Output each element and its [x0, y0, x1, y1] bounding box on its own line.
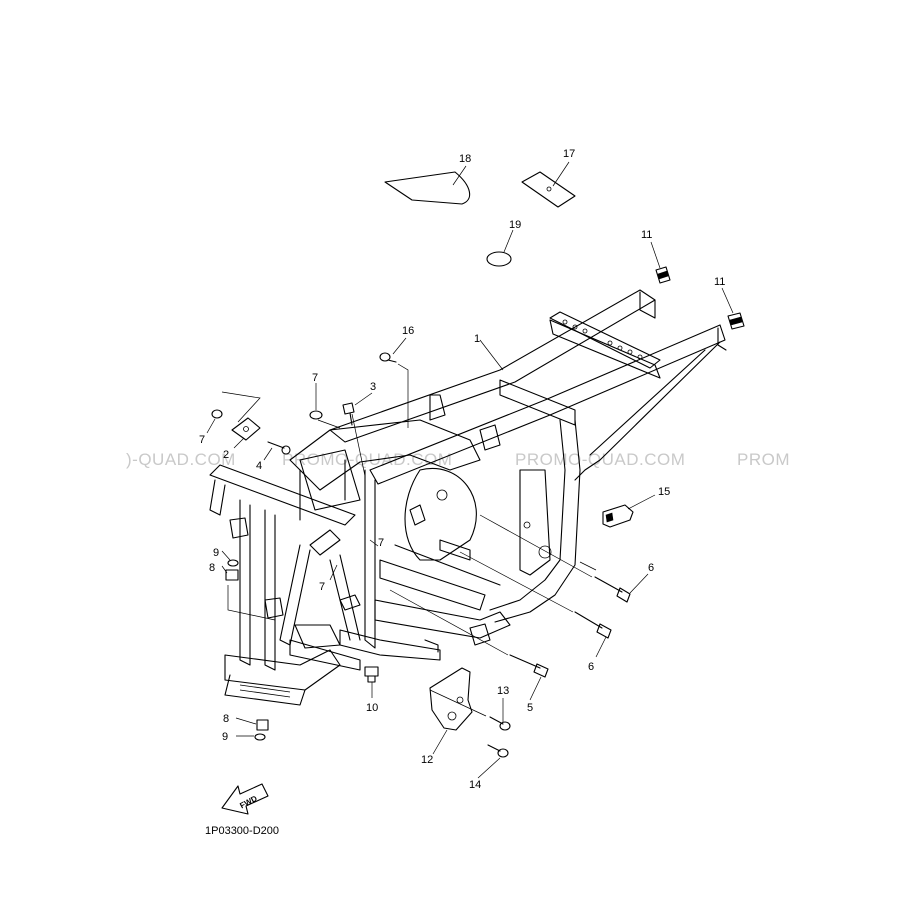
part-11-cap-a: [655, 266, 671, 284]
part-17-plate: [521, 171, 576, 208]
callout-6-a: 6: [648, 562, 654, 574]
callout-9-b: 9: [222, 731, 228, 743]
callout-7-d: 7: [319, 581, 325, 593]
document-reference: 1P03300-D200: [205, 825, 279, 837]
callout-19: 19: [509, 219, 521, 231]
part-4-bolt: [267, 441, 291, 455]
part-6-bolt-a: [594, 576, 631, 603]
callout-7-c: 7: [378, 537, 384, 549]
part-14-bolt: [487, 744, 509, 758]
fwd-arrow-icon: FWD: [221, 783, 269, 815]
callout-13: 13: [497, 685, 509, 697]
callout-7-b: 7: [199, 434, 205, 446]
callout-15: 15: [658, 486, 670, 498]
callout-7-a: 7: [312, 372, 318, 384]
callout-14: 14: [469, 779, 481, 791]
part-9-oring-b: [254, 733, 266, 741]
part-13-bolt: [489, 716, 511, 731]
fwd-label: FWD: [238, 794, 259, 811]
callout-12: 12: [421, 754, 433, 766]
callout-11-a: 11: [641, 229, 652, 241]
callouts: 18 17 19 11 11 1 16 3 7 7 2 4 7 7 9 8 8 …: [199, 148, 725, 791]
callout-8-a: 8: [209, 562, 215, 574]
callout-10: 10: [366, 702, 378, 714]
watermark-middle: PROMO-QUAD.COM: [282, 450, 452, 469]
callout-3: 3: [370, 381, 376, 393]
part-10-fitting: [364, 666, 379, 683]
part-7-washer-b: [211, 409, 223, 419]
callout-9-a: 9: [213, 547, 219, 559]
callout-4: 4: [256, 460, 262, 472]
part-19-disc: [486, 251, 512, 267]
part-9-oring-a: [227, 559, 239, 567]
part-5-bolt: [509, 654, 549, 678]
callout-5: 5: [527, 702, 533, 714]
part-18-strip: [384, 171, 471, 205]
part-15-bracket: [602, 504, 634, 528]
callout-2: 2: [223, 449, 229, 461]
part-16-bolt: [379, 352, 397, 363]
leader-lines: [206, 161, 734, 779]
watermark-left: )-QUAD.COM: [126, 450, 236, 469]
callout-16: 16: [402, 325, 414, 337]
watermark-right: PROM: [737, 450, 790, 469]
part-8-damper-b: [256, 719, 269, 731]
callout-6-b: 6: [588, 661, 594, 673]
part-2-bracket: [231, 417, 261, 441]
callout-1: 1: [474, 333, 480, 345]
callout-17: 17: [563, 148, 575, 160]
callout-18: 18: [459, 153, 471, 165]
callout-8-b: 8: [223, 713, 229, 725]
part-12-bracket: [429, 667, 473, 731]
callout-11-b: 11: [714, 276, 725, 288]
part-3-bolt: [342, 402, 355, 426]
part-7-washer-a: [309, 410, 323, 420]
part-11-cap-b: [727, 312, 745, 330]
rear-plate-holes: [562, 319, 643, 360]
part-6-bolt-b: [574, 611, 612, 639]
main-frame: [209, 289, 727, 706]
part-8-damper-a: [225, 569, 239, 581]
